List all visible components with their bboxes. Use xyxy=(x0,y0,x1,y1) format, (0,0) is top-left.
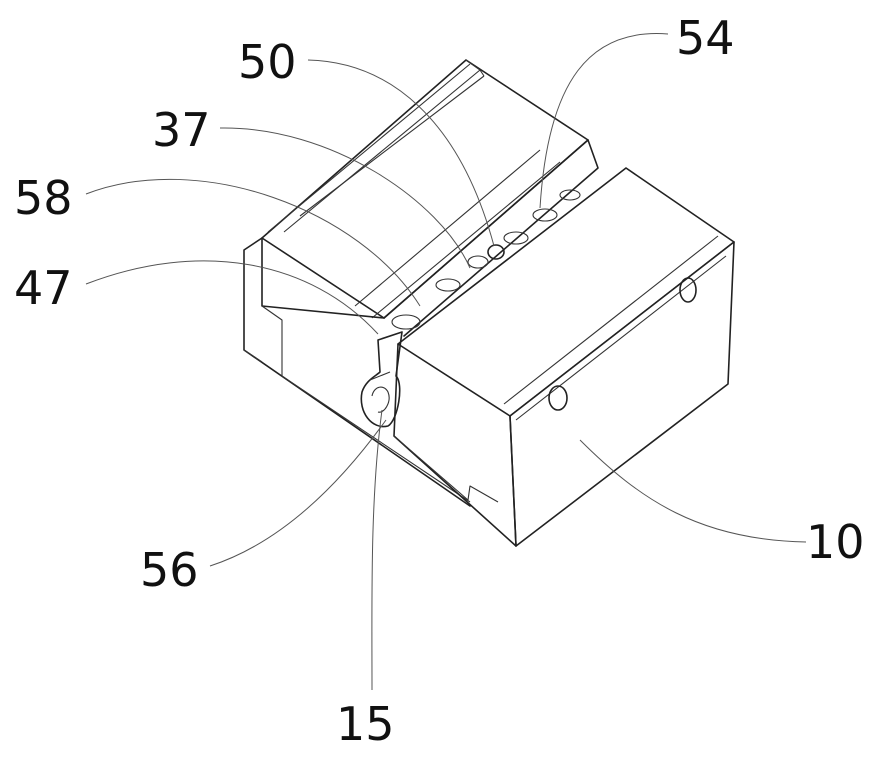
ref-54: 54 xyxy=(676,11,735,65)
groove-rollers xyxy=(383,139,599,337)
leader-lines xyxy=(85,33,807,691)
ref-56: 56 xyxy=(140,543,199,597)
ref-47: 47 xyxy=(14,261,73,315)
latch-hook xyxy=(360,331,403,428)
left-block xyxy=(243,59,589,507)
right-block xyxy=(393,167,735,547)
reference-numerals: 50 54 37 58 47 56 15 10 xyxy=(14,11,865,751)
ref-37: 37 xyxy=(152,103,211,157)
ref-58: 58 xyxy=(14,171,73,225)
ref-10: 10 xyxy=(806,515,865,569)
ref-50: 50 xyxy=(238,35,297,89)
ref-15: 15 xyxy=(336,697,395,751)
